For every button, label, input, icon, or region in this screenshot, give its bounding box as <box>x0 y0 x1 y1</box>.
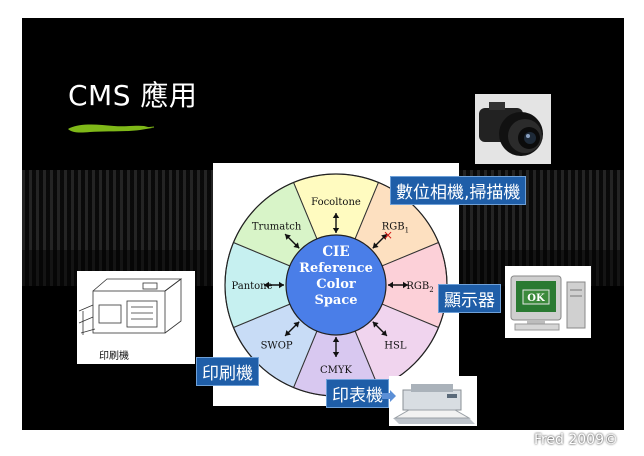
arrow-head <box>332 213 340 218</box>
arrow-head <box>293 321 300 328</box>
computer-icon: OK <box>510 275 586 331</box>
x-mark-icon: × <box>383 228 393 242</box>
printing-press-label: 印刷機 <box>196 357 259 386</box>
arrow-head <box>403 281 408 289</box>
segment-label: RGB1 <box>382 222 409 235</box>
arrow-head <box>332 228 340 233</box>
wheel-center-circle <box>285 234 387 336</box>
arrow-head <box>381 234 387 240</box>
center-line-4: Space <box>314 293 357 308</box>
segment-label: RGB2 <box>406 281 433 294</box>
center-line-2: Reference <box>299 261 373 276</box>
arrow-head <box>285 234 291 240</box>
slide-title: CMS 應用 <box>68 79 198 112</box>
footer-credit: Fred 2009© <box>533 432 618 448</box>
camera-icon <box>475 94 551 164</box>
brush-stroke-decoration <box>68 124 155 133</box>
printing-press-icon <box>78 278 183 335</box>
ok-text: OK <box>527 293 545 304</box>
center-label: CIE Reference Color Space <box>299 244 373 308</box>
arrow-head <box>332 352 340 357</box>
computer-image: OK <box>505 266 591 338</box>
segment-label: Trumatch <box>252 222 302 233</box>
arrow-head <box>388 281 393 289</box>
printing-press-image: 印刷機 <box>77 271 195 364</box>
printer-label: 印表機 <box>326 379 389 408</box>
arrow-head <box>293 242 300 249</box>
segment-label: CMYK <box>320 365 352 376</box>
arrow-head <box>264 281 269 289</box>
arrow-head <box>372 242 379 249</box>
desktop-printer-image <box>389 376 477 426</box>
center-line-1: CIE <box>322 244 349 260</box>
arrow-head <box>279 281 284 289</box>
camera-image <box>475 94 551 164</box>
arrow-head <box>332 337 340 342</box>
segment-label: SWOP <box>261 340 293 351</box>
segment-label: HSL <box>384 340 407 351</box>
arrow-head <box>285 330 291 336</box>
center-line-3: Color <box>316 277 356 292</box>
arrow-head <box>381 330 387 336</box>
desktop-printer-icon <box>393 384 475 424</box>
segment-label: Focoltone <box>311 197 361 208</box>
monitor-label: 顯示器 <box>438 284 501 313</box>
arrow-head <box>372 321 379 328</box>
segment-label: Pantone <box>231 281 272 292</box>
printing-press-caption: 印刷機 <box>99 351 129 362</box>
camera-scanner-label: 數位相機,掃描機 <box>390 176 527 205</box>
arrow-right-icon <box>382 390 396 402</box>
